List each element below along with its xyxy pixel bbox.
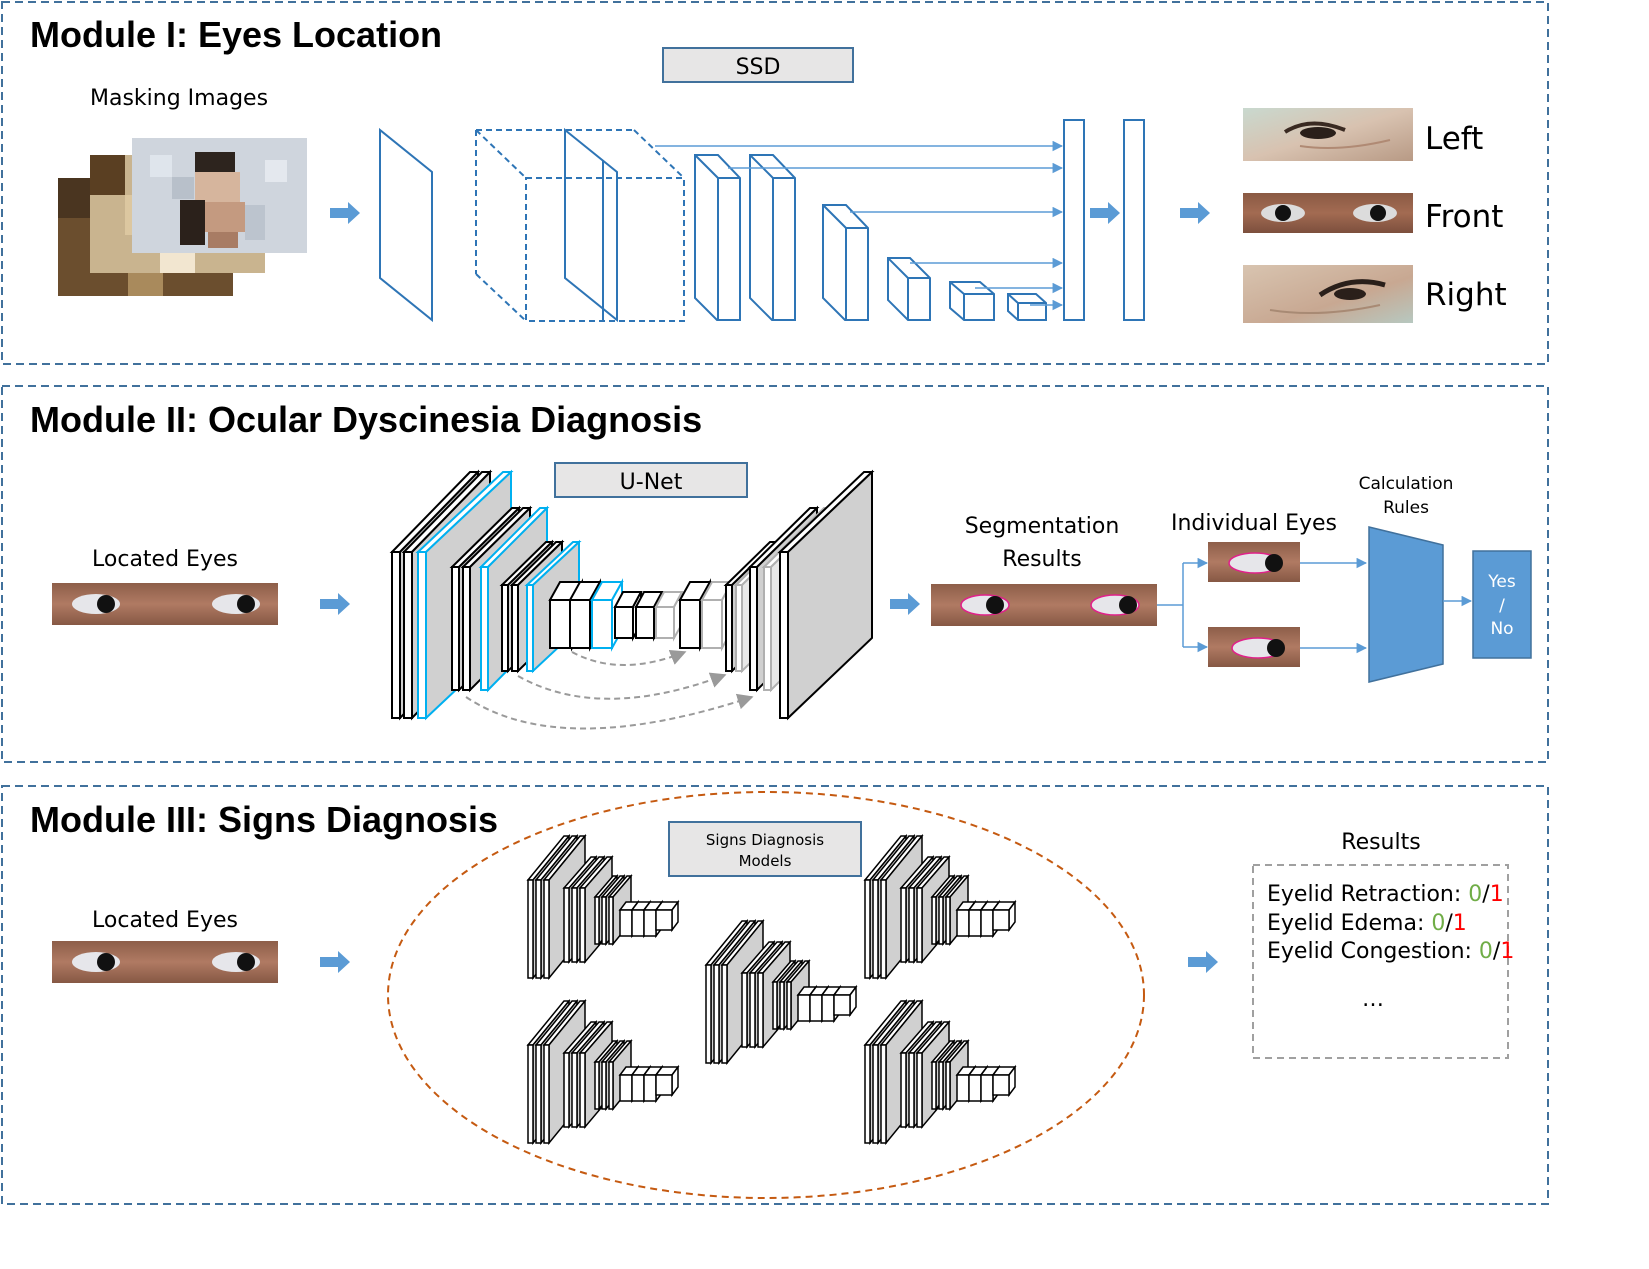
mini-cnn-model-3 (705, 920, 857, 1064)
results-box (1252, 864, 1509, 1059)
split-connector (1157, 557, 1209, 653)
mini-cnn-model (526, 833, 680, 981)
arrow-m3-input (320, 951, 350, 973)
arrow-m2-unet-out (890, 593, 920, 615)
decision-box (1472, 550, 1532, 659)
result-eyelid-congestion: Eyelid Congestion: 0/1 (1267, 939, 1514, 964)
unet-network (389, 469, 875, 721)
ssd-label: SSD (736, 55, 781, 80)
arrow-m1-output (1180, 202, 1210, 224)
results-more: … (1362, 987, 1384, 1012)
eye-crop-front (1243, 193, 1413, 233)
individual-eye-top (1208, 542, 1300, 582)
module-2-title: Module II: Ocular Dyscinesia Diagnosis (30, 399, 702, 440)
masking-images-label: Masking Images (90, 86, 268, 111)
decision-no: No (1490, 619, 1513, 639)
mini-cnn-model-4 (527, 1000, 679, 1144)
results-title: Results (1341, 830, 1420, 855)
calc-rules-label-line2: Rules (1383, 498, 1429, 518)
pipeline-diagram: Module I: Eyes Location Masking Images (1, 1, 1549, 1205)
view-label-right: Right (1425, 277, 1507, 313)
view-label-front: Front (1425, 199, 1503, 235)
arrow-m3-output (1188, 951, 1218, 973)
mini-cnn-model-2 (864, 835, 1016, 979)
module-1-title: Module I: Eyes Location (30, 14, 442, 55)
module-2-panel (1, 385, 1549, 763)
result-eyelid-edema: Eyelid Edema: 0/1 (1267, 911, 1467, 936)
eye-crop-right (1243, 265, 1413, 323)
decision-slash: / (1499, 596, 1505, 616)
m3-located-eyes-image (52, 941, 278, 983)
arrow-m1-input (330, 202, 360, 224)
models-ellipse (387, 791, 1145, 1199)
ssd-network (379, 119, 1145, 323)
module-1-panel (1, 1, 1549, 365)
module-3-panel (1, 785, 1549, 1205)
result-eyelid-retraction: Eyelid Retraction: 0/1 (1267, 882, 1504, 907)
models-label-box (668, 821, 862, 877)
arrow-m2-input (320, 593, 350, 615)
m3-located-eyes-label: Located Eyes (92, 908, 238, 933)
individual-eyes-label: Individual Eyes (1171, 511, 1337, 536)
eye-crop-left (1243, 108, 1413, 161)
ssd-label-box (662, 47, 854, 83)
unet-label-box (554, 462, 748, 498)
calc-input-arrows (1300, 557, 1368, 654)
m2-located-eyes-image (52, 583, 278, 625)
calculation-rules-block (1368, 526, 1444, 683)
segmentation-label-line1: Segmentation (965, 514, 1120, 539)
m2-located-eyes-label: Located Eyes (92, 547, 238, 572)
calc-rules-label-line1: Calculation (1359, 474, 1454, 494)
segmentation-label-line2: Results (1002, 547, 1081, 572)
view-label-left: Left (1425, 121, 1483, 157)
unet-label: U-Net (620, 470, 683, 495)
mini-cnn-model-5 (864, 1000, 1016, 1144)
decision-yes: Yes (1487, 572, 1516, 592)
segmentation-results-image (931, 584, 1157, 626)
individual-eye-bottom (1208, 627, 1300, 667)
masking-images (58, 138, 307, 296)
models-label-line2: Models (739, 852, 792, 870)
arrow-ssd-between-bars (1090, 202, 1120, 224)
models-label-line1: Signs Diagnosis (706, 831, 824, 849)
ssd-skip-arrows (655, 140, 1064, 311)
module-3-title: Module III: Signs Diagnosis (30, 799, 498, 840)
unet-skip-connections (465, 649, 754, 730)
